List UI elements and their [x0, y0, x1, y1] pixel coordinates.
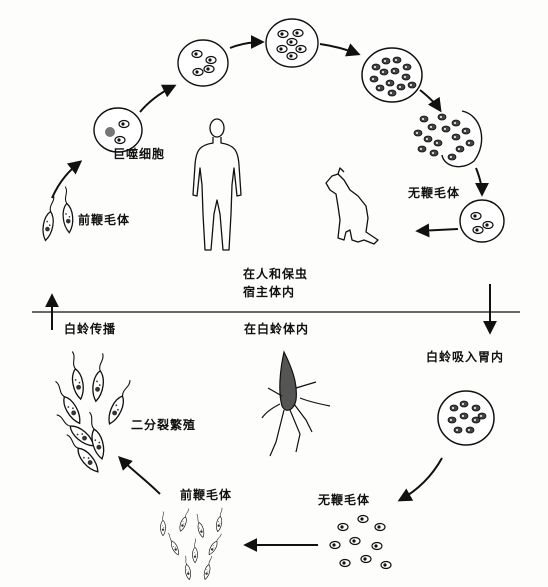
macrophage-cell-3 [265, 18, 319, 68]
arrow-macro3-to-macro4 [319, 43, 361, 57]
infected-macrophage [459, 199, 505, 243]
label-promastigote-fly: 前鞭毛体 [180, 488, 233, 502]
label-host-line1: 在人和保虫 [243, 267, 309, 281]
label-host-line2: 宿主体内 [243, 285, 296, 299]
arrow-rupture-to-infected [474, 167, 489, 197]
sandfly-figure [261, 350, 331, 457]
label-promastigote-host: 前鞭毛体 [78, 213, 131, 227]
label-sandfly-transmit: 白蛉传播 [64, 322, 117, 336]
arrow-macro2-to-macro3 [229, 35, 265, 50]
free-amastigotes [329, 514, 392, 570]
arrow-promastigotes-to-fission [118, 456, 161, 495]
rupturing-macrophage [413, 110, 483, 168]
arrow-macro1-to-macro2 [139, 84, 177, 113]
dog-figure [325, 167, 379, 245]
arrow-macro4-to-rupture [419, 89, 442, 113]
dividing-promastigotes [50, 349, 136, 476]
sandfly-ingested-cell [437, 390, 495, 446]
label-in-sandfly: 在白蛉体内 [244, 322, 310, 336]
macrophage-cell-1 [93, 107, 143, 153]
arrow-ingested-to-amastigotes [397, 457, 443, 502]
label-sandfly-ingest: 白蛉吸入胃内 [426, 350, 505, 364]
label-binary-fission: 二分裂繁殖 [131, 418, 197, 432]
macrophage-cell-4 [361, 47, 423, 103]
label-amastigote-fly: 无鞭毛体 [318, 493, 371, 507]
host-promastigotes [40, 185, 75, 242]
human-figure [192, 118, 242, 251]
arrow-promast-to-macrophage [51, 160, 83, 199]
macrophage-cell-2 [177, 39, 229, 87]
label-macrophage: 巨噬细胞 [113, 147, 166, 161]
arrow-to-host [415, 223, 459, 238]
small-promastigotes [160, 506, 225, 581]
label-amastigote-host: 无鞭毛体 [408, 186, 461, 200]
